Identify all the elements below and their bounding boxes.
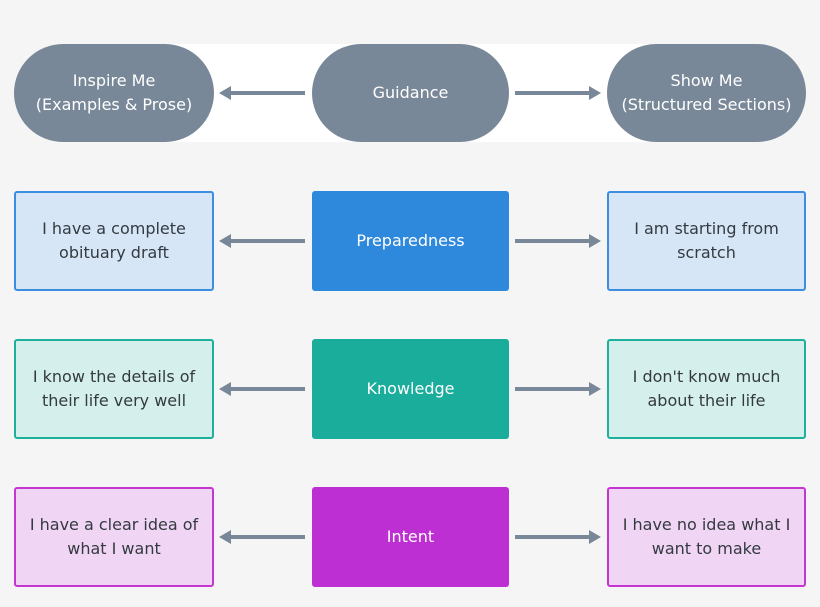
- guidance-node: Guidance: [312, 44, 509, 142]
- know-details-node: I know the details of their life very we…: [14, 339, 214, 439]
- knowledge-node: Knowledge: [312, 339, 509, 439]
- dont-know-much-node: I don't know much about their life: [607, 339, 806, 439]
- complete-draft-node: I have a complete obituary draft: [14, 191, 214, 291]
- starting-from-scratch-node: I am starting from scratch: [607, 191, 806, 291]
- preparedness-node: Preparedness: [312, 191, 509, 291]
- intent-node: Intent: [312, 487, 509, 587]
- clear-idea-node: I have a clear idea of what I want: [14, 487, 214, 587]
- show-me-node: Show Me (Structured Sections): [607, 44, 806, 142]
- no-idea-node: I have no idea what I want to make: [607, 487, 806, 587]
- inspire-me-node: Inspire Me (Examples & Prose): [14, 44, 214, 142]
